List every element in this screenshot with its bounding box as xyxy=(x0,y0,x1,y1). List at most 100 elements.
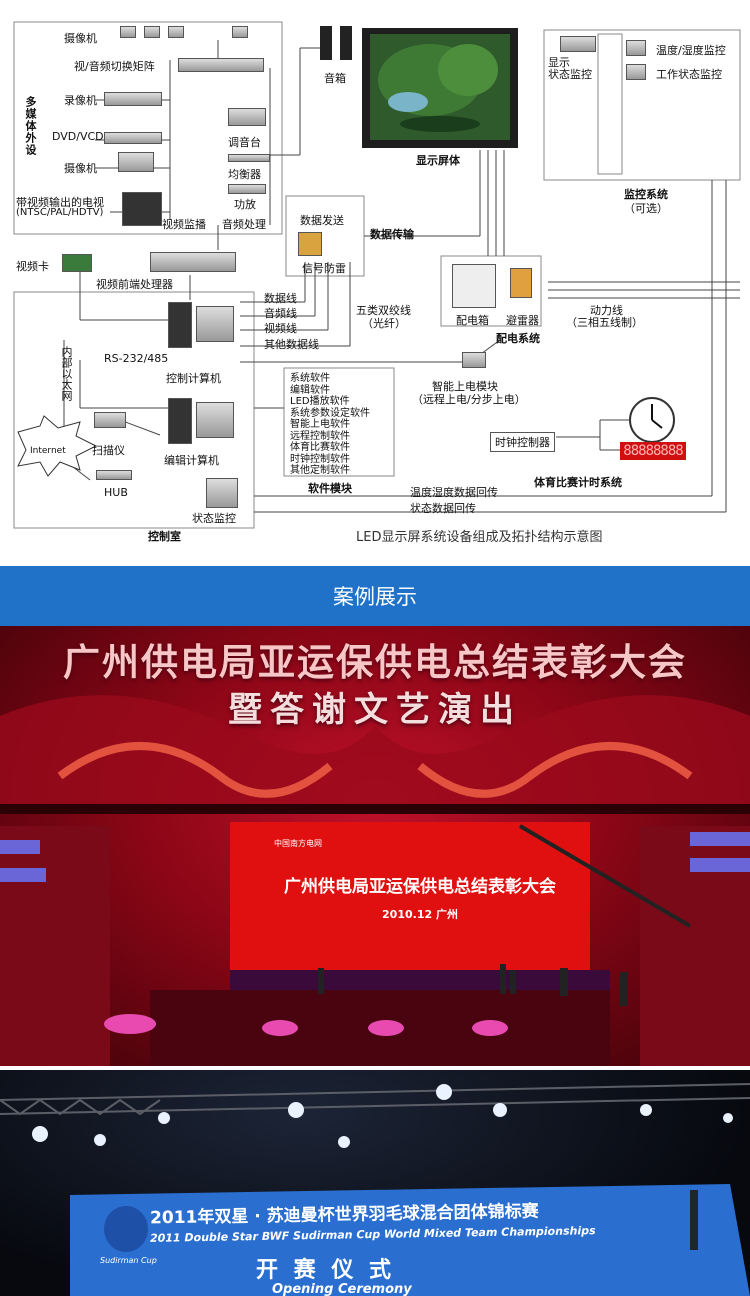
software-item: 其他定制软件 xyxy=(290,465,350,476)
label-matrix: 视/音频切换矩阵 xyxy=(74,60,155,73)
ceremony-cn: 开 赛 仪 式 xyxy=(256,1258,395,1283)
label-lan: 内部以太网 xyxy=(60,346,73,401)
stage-decoration xyxy=(0,695,750,1066)
sudirman-logo-icon xyxy=(104,1206,148,1252)
clock-display: 88888888 xyxy=(620,442,686,460)
pc-tower-icon xyxy=(168,302,192,348)
label-control-pc: 控制计算机 xyxy=(166,372,221,385)
distribution-box-icon xyxy=(452,264,496,308)
label-temp-return: 温度湿度数据回传 xyxy=(410,486,498,499)
label-work-status: 工作状态监控 xyxy=(656,68,722,81)
label-video-front: 视频前端处理器 xyxy=(96,278,173,291)
label-data-send: 数据发送 xyxy=(300,214,344,227)
arrester-icon xyxy=(510,268,532,298)
label-status-monitor: 状态监控 xyxy=(192,512,236,525)
amplifier-icon xyxy=(228,184,266,194)
label-status-return: 状态数据回传 xyxy=(410,502,476,515)
hub-icon xyxy=(96,470,132,480)
label-dvd: DVD/VCD xyxy=(52,130,104,143)
label-smart-power-desc: （远程上电/分步上电） xyxy=(412,393,526,406)
sensor-icon xyxy=(626,64,646,80)
software-item: 体育比赛软件 xyxy=(290,442,350,453)
label-display-monitor-1: 显示 xyxy=(548,56,570,69)
label-dist-box: 配电箱 xyxy=(456,314,489,327)
label-sport-timer: 体育比赛计时系统 xyxy=(534,476,622,489)
label-clock-ctrl: 时钟控制器 xyxy=(490,432,555,452)
label-vcr: 录像机 xyxy=(64,94,97,107)
section-title: 案例展示 xyxy=(333,585,417,609)
screen-title: 广州供电局亚运保供电总结表彰大会 xyxy=(284,877,556,897)
monitor-camera-icon xyxy=(560,36,596,52)
matrix-switcher-icon xyxy=(178,58,264,72)
label-audio-proc: 音频处理 xyxy=(222,218,266,231)
label-tv: 带视频输出的电视 xyxy=(16,196,104,209)
label-monitor-system: 监控系统 xyxy=(624,188,668,201)
label-signal-protect: 信号防雷 xyxy=(302,262,346,275)
software-item: LED播放软件 xyxy=(290,396,350,407)
label-monitor-optional: （可选） xyxy=(624,202,668,215)
label-amplifier: 功放 xyxy=(234,198,256,211)
label-data-transfer: 数据传输 xyxy=(370,228,414,241)
label-equalizer: 均衡器 xyxy=(228,168,261,181)
label-power-system: 配电系统 xyxy=(496,332,540,345)
photo-separator xyxy=(0,1066,750,1070)
screen-date: 2010.12 广州 xyxy=(382,908,458,921)
banner-line-1: 广州供电局亚运保供电总结表彰大会 xyxy=(63,641,687,684)
status-monitor-icon xyxy=(206,478,238,508)
video-card-icon xyxy=(62,254,92,272)
label-rs232: RS-232/485 xyxy=(104,352,169,365)
camera-icon xyxy=(232,26,248,38)
label-display: 显示屏体 xyxy=(416,154,460,167)
diagram-lines xyxy=(13,21,741,529)
software-item: 编辑软件 xyxy=(290,384,330,396)
label-camcorder: 摄像机 xyxy=(64,162,97,175)
ceremony-en: Opening Ceremony xyxy=(272,1282,412,1296)
camera-icon xyxy=(168,26,184,38)
label-scanner: 扫描仪 xyxy=(92,444,125,457)
pc-tower-icon xyxy=(168,398,192,444)
label-edit-pc: 编辑计算机 xyxy=(164,454,219,467)
label-control-room: 控制室 xyxy=(148,530,181,543)
mixer-icon xyxy=(228,108,266,126)
label-audio-line: 音频线 xyxy=(264,307,297,320)
label-power-line-type: （三相五线制） xyxy=(566,316,643,329)
section-header: 案例展示 xyxy=(0,566,750,626)
label-internet: Internet xyxy=(30,446,66,456)
sensor-icon xyxy=(626,40,646,56)
pc-monitor-icon xyxy=(196,402,234,438)
label-video-monitor: 视频监播 xyxy=(162,218,206,231)
label-camera: 摄像机 xyxy=(64,32,97,45)
dvd-icon xyxy=(104,132,162,144)
software-item: 系统软件 xyxy=(290,373,330,384)
software-item: 远程控制软件 xyxy=(290,430,350,442)
surge-protector-icon xyxy=(298,232,322,256)
camera-icon xyxy=(144,26,160,38)
label-fiber: （光纤） xyxy=(362,317,406,330)
label-arrester: 避雷器 xyxy=(506,314,539,327)
case-photo-guangzhou: 广州供电局亚运保供电总结表彰大会 暨答谢文艺演出 中国南方电网 广州供电局亚运保… xyxy=(0,626,750,1066)
software-list: 系统软件 编辑软件 LED播放软件 系统参数设定软件 智能上电软件 远程控制软件… xyxy=(290,373,370,477)
logo-text: Sudirman Cup xyxy=(100,1256,157,1265)
label-mixer: 调音台 xyxy=(228,136,261,149)
label-tv-format: (NTSC/PAL/HDTV) xyxy=(16,207,104,218)
camcorder-icon xyxy=(118,152,154,172)
tv-icon xyxy=(122,192,162,226)
label-speaker: 音箱 xyxy=(324,72,346,85)
software-item: 智能上电软件 xyxy=(290,419,350,430)
video-processor-icon xyxy=(150,252,236,272)
label-video-line: 视频线 xyxy=(264,322,297,335)
equalizer-icon xyxy=(228,154,270,162)
vcr-icon xyxy=(104,92,162,106)
diagram-caption: LED显示屏系统设备组成及拓扑结构示意图 xyxy=(356,530,603,545)
camera-icon xyxy=(120,26,136,38)
label-temp-humidity: 温度/湿度监控 xyxy=(656,44,726,57)
smart-power-icon xyxy=(462,352,486,368)
software-item: 时钟控制软件 xyxy=(290,453,350,465)
label-power-line: 动力线 xyxy=(590,304,623,317)
label-cat5: 五类双绞线 xyxy=(356,304,411,317)
label-hub: HUB xyxy=(104,486,128,499)
scanner-icon xyxy=(94,412,126,428)
pc-monitor-icon xyxy=(196,306,234,342)
label-software-module: 软件模块 xyxy=(308,482,352,495)
label-multimedia: 多媒体外设 xyxy=(24,96,37,156)
